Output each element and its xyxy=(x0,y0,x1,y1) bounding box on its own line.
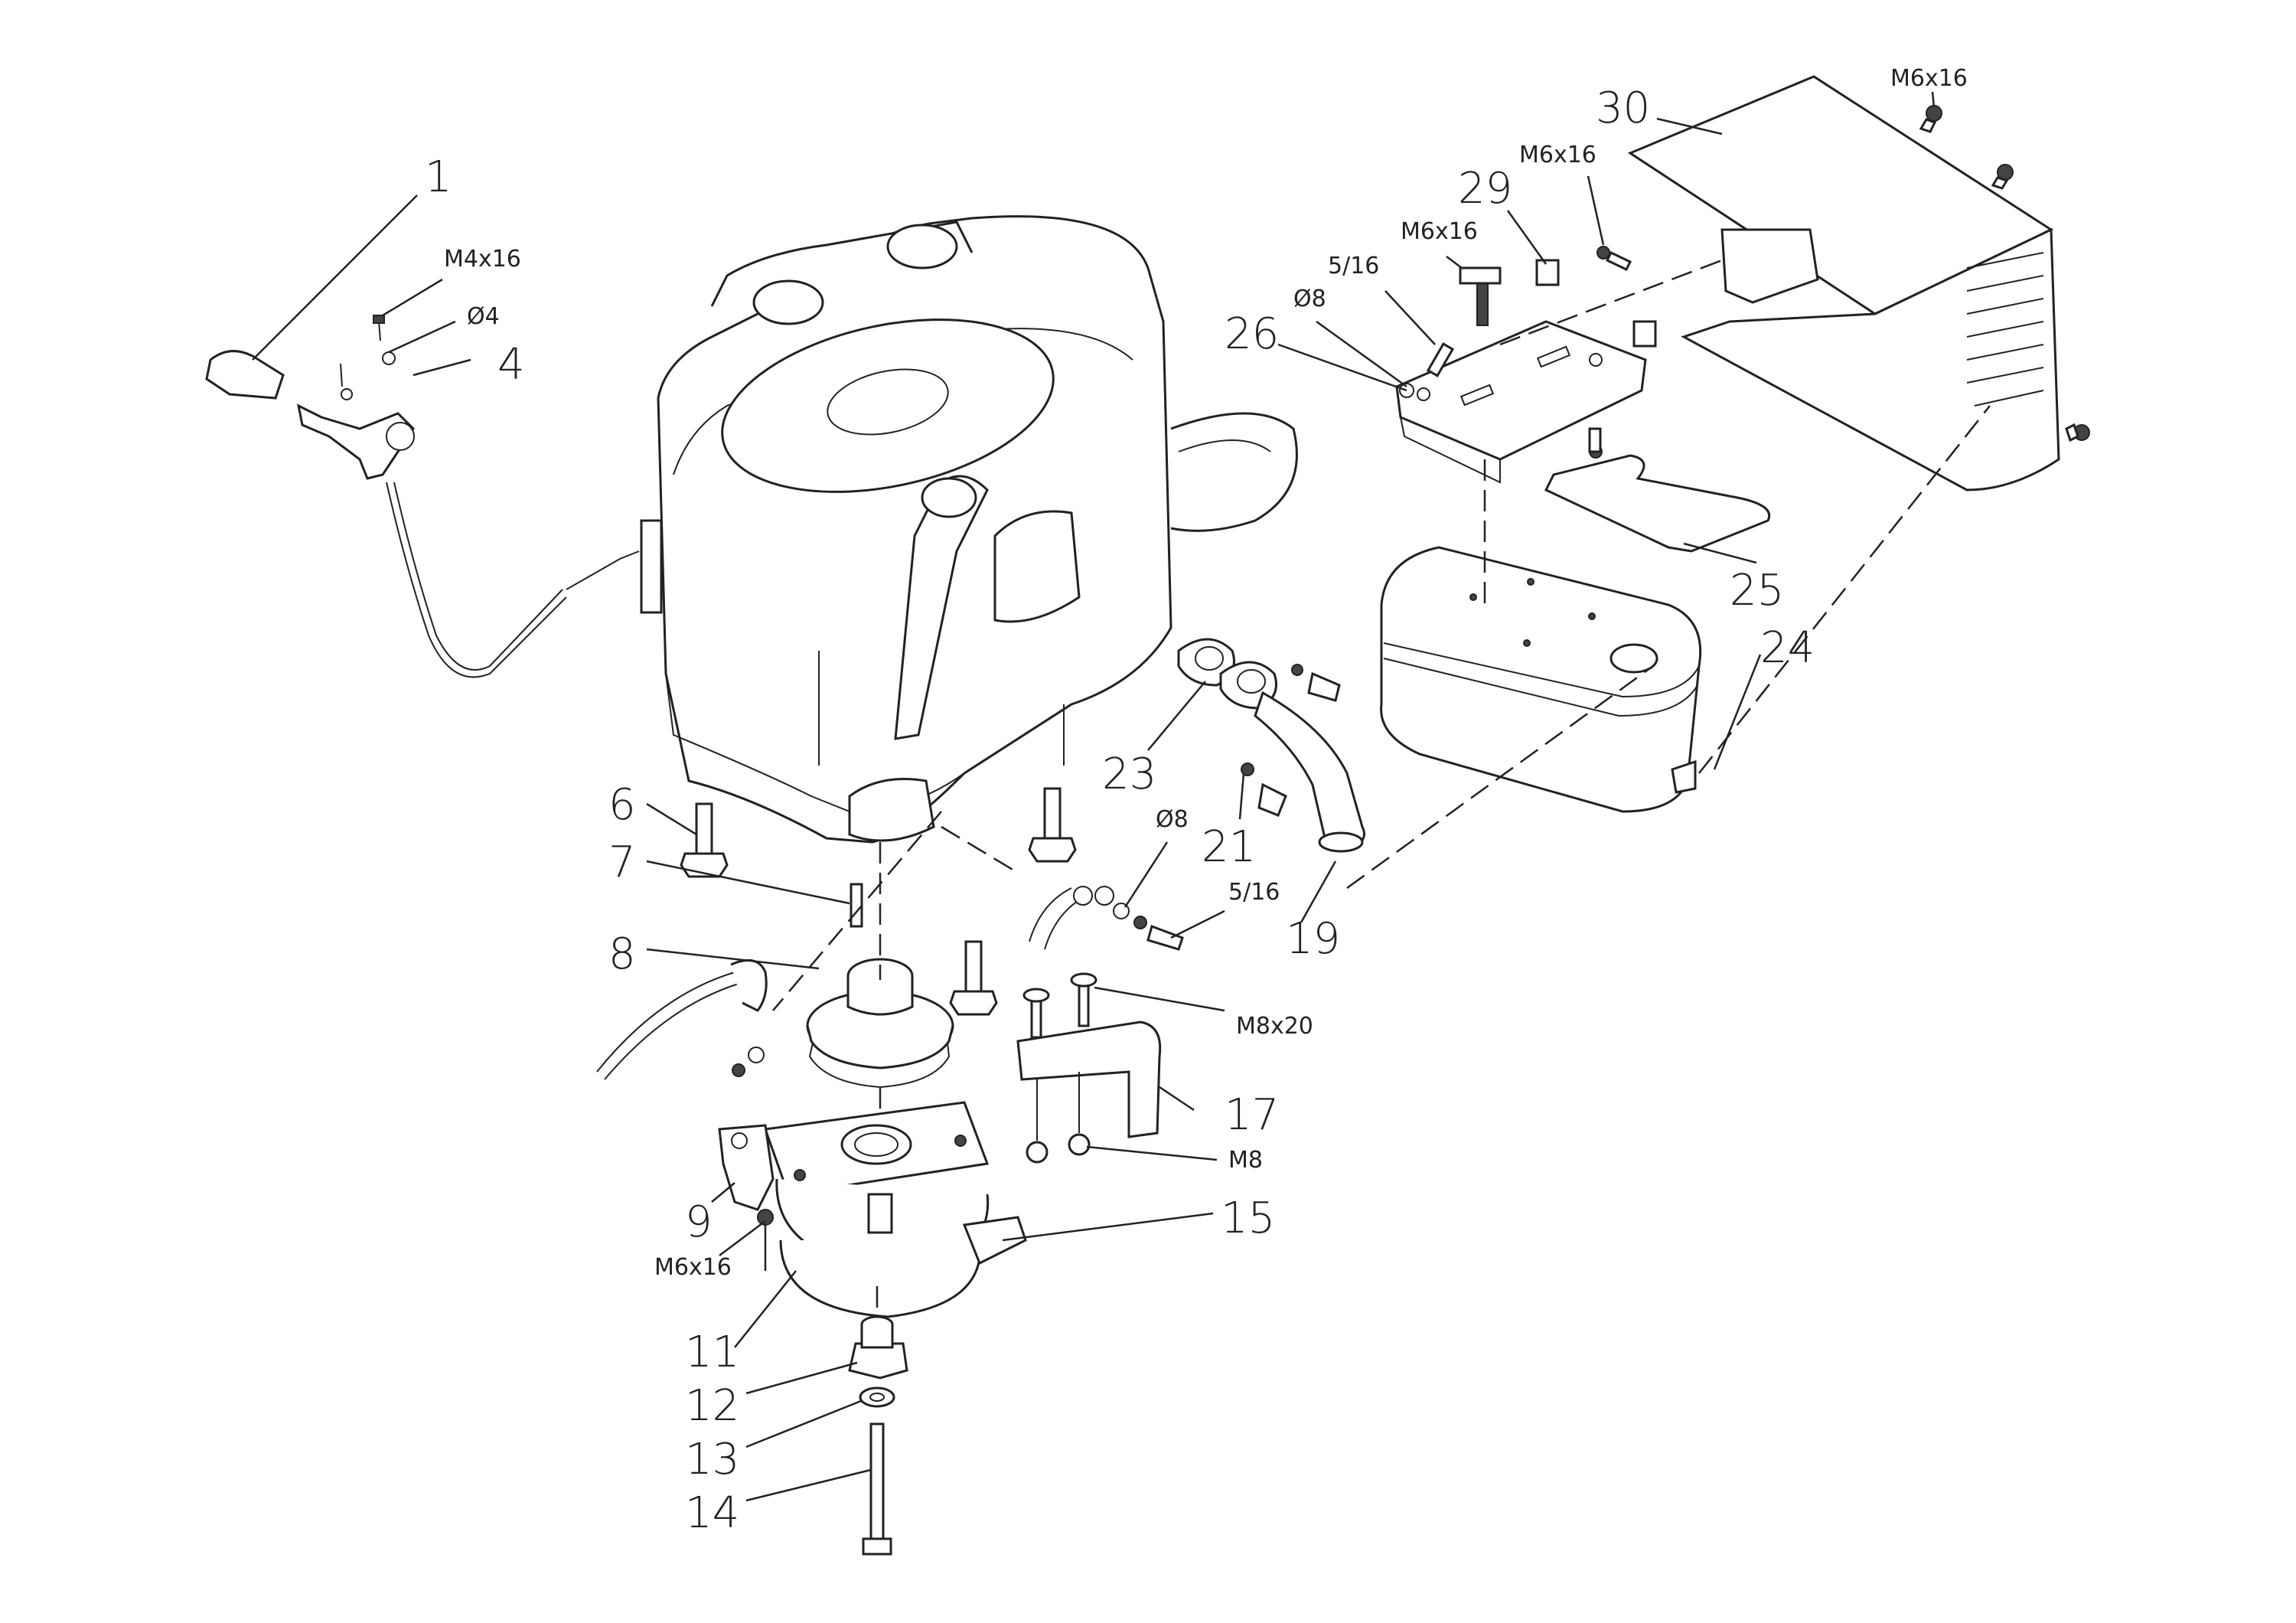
callout-19: 19 xyxy=(1286,914,1340,964)
callout-7: 7 xyxy=(608,838,636,887)
callout-1: 1 xyxy=(425,152,452,202)
callout-25: 25 xyxy=(1730,566,1784,616)
spec-m8: M8 xyxy=(1228,1147,1263,1174)
spec-m8x20: M8x20 xyxy=(1236,1013,1313,1040)
callout-11: 11 xyxy=(685,1327,739,1377)
spec-516-21: 5/16 xyxy=(1228,879,1280,906)
callout-9: 9 xyxy=(685,1197,713,1247)
spec-m6x16-top: M6x16 xyxy=(1890,65,1968,92)
callout-12: 12 xyxy=(685,1381,739,1431)
callout-29: 29 xyxy=(1458,164,1512,214)
spec-516-26: 5/16 xyxy=(1328,253,1379,279)
clutch-wire xyxy=(596,958,768,1080)
callout-4: 4 xyxy=(497,340,525,390)
throttle-control xyxy=(205,315,640,678)
engine xyxy=(640,215,1298,844)
clutch-bracket xyxy=(1016,972,1162,1164)
mounting-bracket xyxy=(1395,246,1657,605)
callout-17: 17 xyxy=(1225,1090,1279,1140)
muffler xyxy=(1380,546,1702,813)
spacer-washer-bolt xyxy=(848,1315,908,1556)
callout-14: 14 xyxy=(685,1488,739,1538)
engine-mount-bolts xyxy=(680,787,1077,1016)
electric-clutch xyxy=(718,1101,1027,1318)
exhaust-pipe xyxy=(1177,638,1365,853)
leader-lines xyxy=(252,91,1936,1502)
callout-15: 15 xyxy=(1221,1194,1275,1243)
callout-13: 13 xyxy=(685,1435,739,1484)
spec-d8-21: Ø8 xyxy=(1156,806,1189,833)
callout-24: 24 xyxy=(1760,623,1815,673)
callout-8: 8 xyxy=(608,929,636,979)
callout-6: 6 xyxy=(608,780,636,830)
callout-23: 23 xyxy=(1102,749,1156,799)
hardware-spec-labels: M4x16 Ø4 M6x16 M6x16 M6x16 5/16 Ø8 Ø8 5/… xyxy=(444,65,1968,1281)
callout-30: 30 xyxy=(1596,83,1650,133)
alignment-lines xyxy=(772,259,1991,1317)
spec-m4x16: M4x16 xyxy=(444,246,521,273)
callout-21: 21 xyxy=(1202,822,1256,872)
spec-m6x16-29: M6x16 xyxy=(1519,142,1596,168)
spec-d4: Ø4 xyxy=(467,303,500,330)
spec-m6x16-26: M6x16 xyxy=(1401,218,1478,245)
spec-d8-26: Ø8 xyxy=(1293,286,1326,312)
heat-shield xyxy=(1544,427,1770,553)
muffler-cover xyxy=(1627,75,2090,491)
ground-wire xyxy=(1029,886,1184,951)
callout-26: 26 xyxy=(1225,309,1279,359)
spec-m6x16-9: M6x16 xyxy=(654,1254,732,1281)
callout-labels: 1 4 6 7 8 9 11 12 13 14 15 17 19 21 23 2… xyxy=(425,83,1815,1538)
